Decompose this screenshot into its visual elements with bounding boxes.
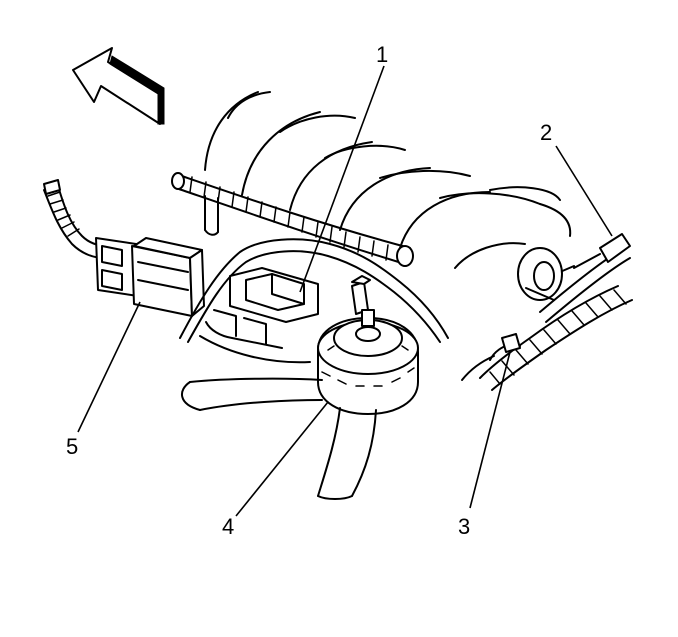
vacuum-valve: [181, 309, 419, 500]
callout-5: 5: [66, 434, 78, 459]
direction-arrow-icon: [72, 47, 165, 125]
callout-1: 1: [376, 42, 388, 67]
mounting-bracket: [179, 238, 449, 364]
electrical-connector: [43, 179, 205, 317]
callout-leaders: [77, 65, 613, 517]
right-hoses: [461, 233, 633, 391]
callout-2: 2: [540, 120, 552, 145]
callout-3: 3: [458, 514, 470, 539]
fuel-rail-harness: [171, 172, 414, 267]
intake-manifold: [204, 91, 572, 269]
callout-4: 4: [222, 514, 234, 539]
